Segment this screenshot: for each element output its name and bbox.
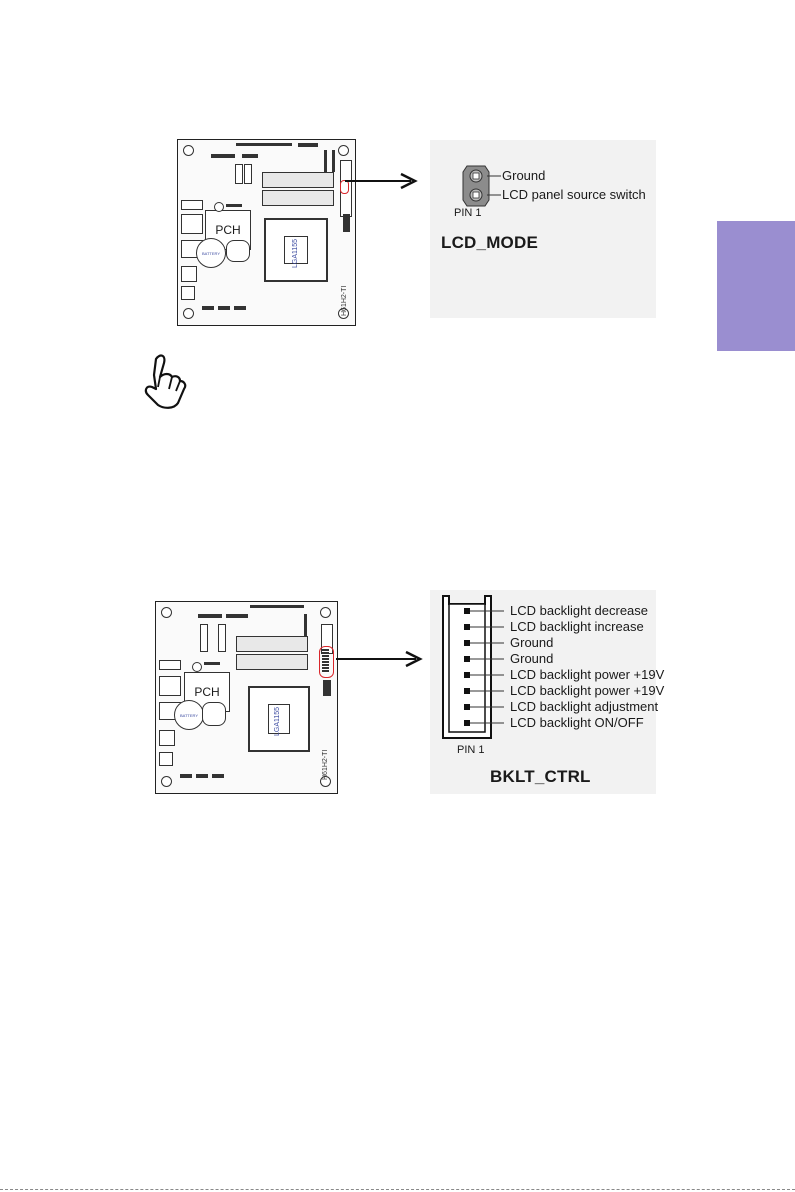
pin1-label: PIN 1: [454, 207, 482, 219]
battery-label: BATTERY: [202, 251, 220, 256]
pin-label-2-5: LCD backlight power +19V: [510, 667, 664, 683]
memory-slot: [262, 172, 334, 188]
mounting-hole: [338, 145, 349, 156]
header: [211, 154, 235, 158]
header: [304, 614, 307, 638]
mounting-hole: [161, 776, 172, 787]
page-bottom-edge: [0, 1189, 795, 1190]
battery-label: BATTERY: [180, 713, 198, 718]
connector-title-lcd-mode: LCD_MODE: [441, 233, 538, 253]
cpu-socket-label: LGA1155: [274, 707, 281, 736]
pin-label-2-7: LCD backlight adjustment: [510, 699, 658, 715]
header: [324, 150, 327, 172]
header: [322, 649, 329, 673]
component: [192, 662, 202, 672]
pointing-hand-icon: [134, 351, 194, 411]
header: [236, 143, 292, 146]
memory-slot: [236, 654, 308, 670]
pin-label-2-3: Ground: [510, 635, 553, 651]
pin-label-2-8: LCD backlight ON/OFF: [510, 715, 644, 731]
header: [204, 662, 220, 665]
cpu-socket: LGA1155: [264, 218, 328, 282]
memory-slot: [262, 190, 334, 206]
pin-label-2-6: LCD backlight power +19V: [510, 683, 664, 699]
motherboard-diagram-1: PCH BATTERY LGA1155 H61H2-TI: [177, 139, 356, 326]
rear-port: [159, 676, 181, 696]
header: [218, 306, 230, 310]
battery: BATTERY: [174, 700, 204, 730]
battery: BATTERY: [196, 238, 226, 268]
connector-title-bklt-ctrl: BKLT_CTRL: [490, 767, 591, 787]
pin-leader-lines: [487, 170, 501, 202]
board-model-label: H61H2-TI: [322, 750, 329, 780]
mounting-hole: [161, 607, 172, 618]
component: [226, 240, 250, 262]
component: [235, 164, 243, 184]
header: [332, 150, 335, 172]
mounting-hole: [183, 308, 194, 319]
rear-port: [181, 286, 195, 300]
memory-slot: [236, 636, 308, 652]
header: [196, 774, 208, 778]
rear-port: [181, 214, 203, 234]
pin1-label: PIN 1: [457, 744, 485, 756]
rear-port: [159, 730, 175, 746]
cpu-socket: LGA1155: [248, 686, 310, 752]
rear-port: [159, 660, 181, 670]
motherboard-diagram-2: PCH BATTERY LGA1155 H61H2-TI: [155, 601, 338, 794]
rear-port: [181, 200, 203, 210]
header: [250, 605, 304, 608]
rear-port: [159, 752, 173, 766]
header: [298, 143, 318, 147]
header: [212, 774, 224, 778]
mounting-hole: [320, 607, 331, 618]
component: [200, 624, 208, 652]
component: [244, 164, 252, 184]
header: [343, 214, 350, 232]
pin-label-2-1: LCD backlight decrease: [510, 603, 648, 619]
pointer-arrow: [345, 170, 425, 192]
connector-housing-icon: [441, 592, 493, 742]
rear-port: [181, 266, 197, 282]
component: [202, 702, 226, 726]
header: [234, 306, 246, 310]
component: [214, 202, 224, 212]
cpu-socket-label: LGA1155: [292, 239, 299, 268]
header: [180, 774, 192, 778]
board-model-label: H61H2-TI: [341, 286, 348, 316]
header: [323, 680, 331, 696]
pin-label-1-1: Ground: [502, 168, 545, 184]
header: [242, 154, 258, 158]
header: [198, 614, 222, 618]
pin-leader-lines: [490, 603, 504, 731]
header: [226, 204, 242, 207]
header: [202, 306, 214, 310]
mounting-hole: [183, 145, 194, 156]
header: [226, 614, 248, 618]
component: [218, 624, 226, 652]
pin-label-2-2: LCD backlight increase: [510, 619, 644, 635]
pin-label-2-4: Ground: [510, 651, 553, 667]
pointer-arrow: [336, 648, 428, 670]
chapter-side-tab: [717, 221, 795, 351]
pin-label-1-2: LCD panel source switch: [502, 187, 646, 203]
